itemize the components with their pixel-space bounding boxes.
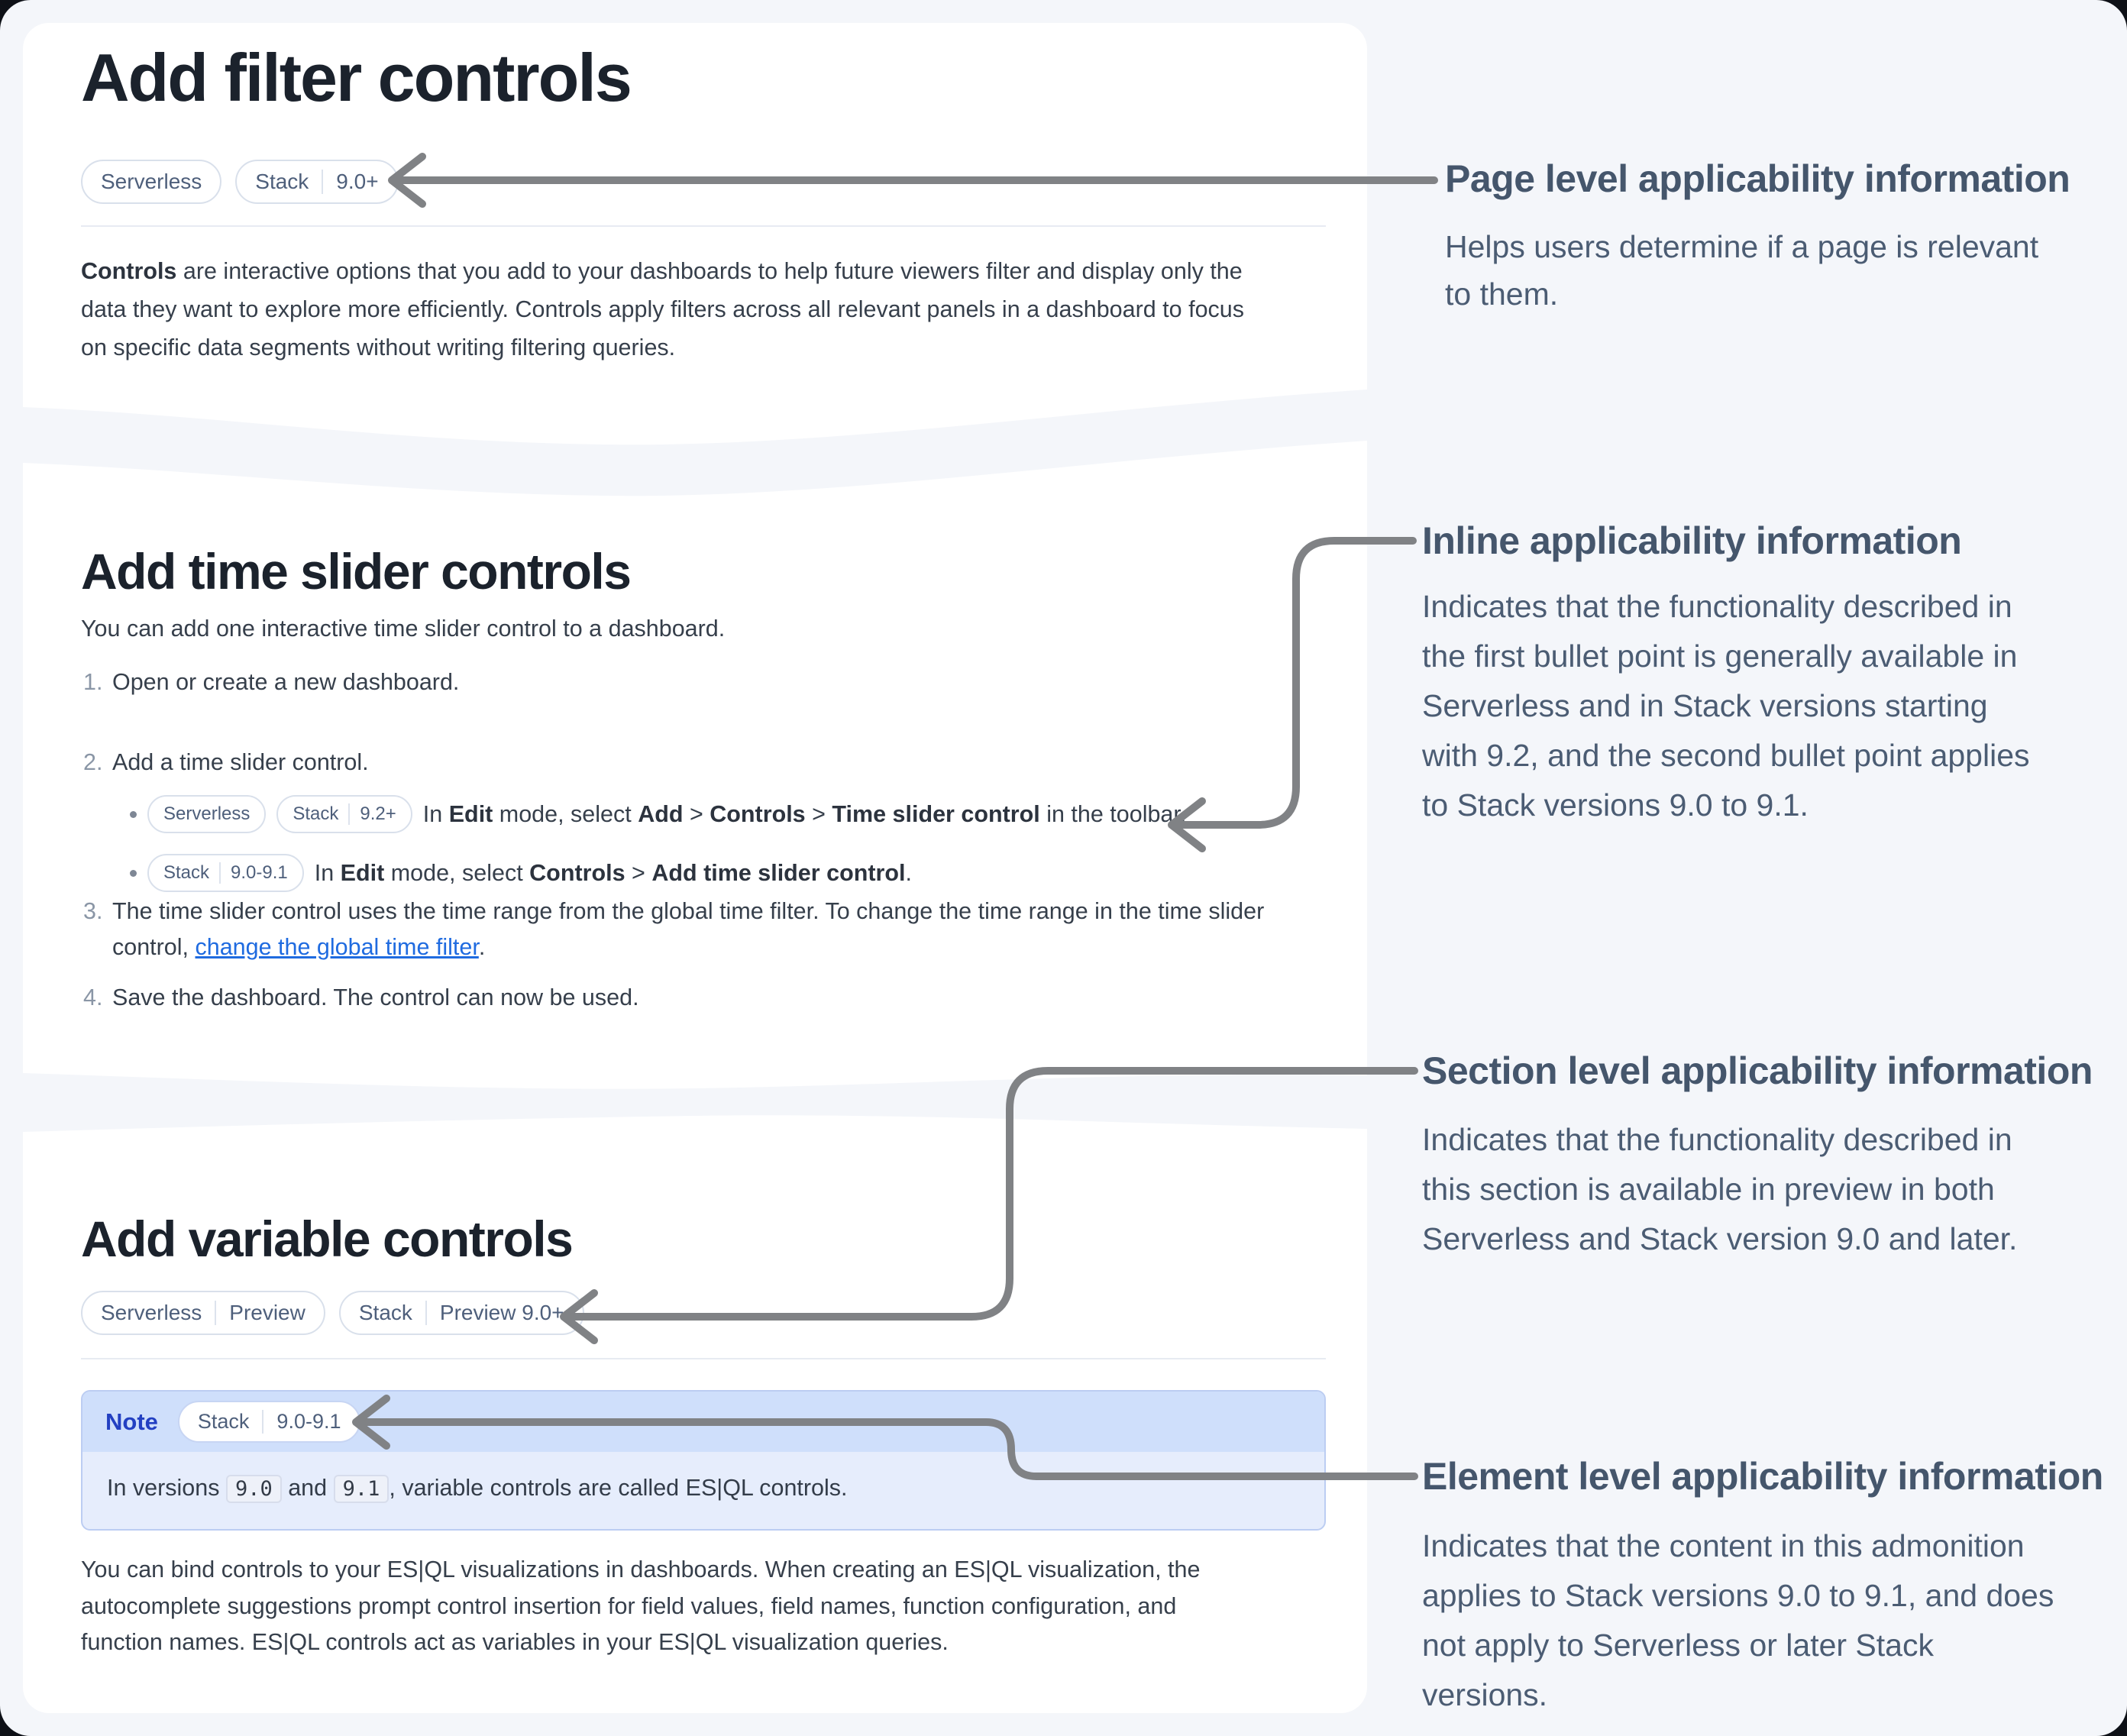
esql-paragraph: You can bind controls to your ES|QL visu…	[81, 1557, 1201, 1655]
ordered-step-3: 3. The time slider control uses the time…	[83, 894, 1264, 965]
section-title-variable-controls: Add variable controls	[81, 1211, 574, 1267]
step-number: 3.	[83, 898, 103, 924]
applies-badge-stack[interactable]: Stack 9.0+	[235, 160, 399, 204]
step-number: 1.	[83, 669, 103, 695]
wave-separator-2	[23, 1073, 1367, 1132]
applies-badge-serverless[interactable]: Serverless	[81, 160, 222, 204]
badge-version: 9.0-9.1	[262, 1410, 341, 1434]
annotation-heading-inline: Inline applicability information	[1422, 519, 1962, 562]
bullet-text: In Edit mode, select Add > Controls > Ti…	[422, 800, 1187, 827]
annotation-heading-page-level: Page level applicability information	[1445, 157, 2070, 200]
bullet-text: In Edit mode, select Controls > Add time…	[314, 859, 912, 886]
note-applies-badge-stack[interactable]: Stack 9.0-9.1	[177, 1401, 361, 1443]
badge-label: Serverless	[101, 1301, 202, 1324]
annotation-body-element-level: Indicates that the content in this admon…	[1422, 1528, 2054, 1712]
annotation-heading-section-level: Section level applicability information	[1422, 1049, 2093, 1092]
page-title: Add filter controls	[81, 40, 632, 115]
bold-text: Controls	[81, 258, 177, 284]
bullet-dot-icon	[130, 810, 137, 818]
ordered-step-1: 1. Open or create a new dashboard.	[83, 664, 459, 700]
badge-label: Stack	[358, 1301, 412, 1324]
bullet-dot-icon	[130, 869, 137, 877]
inline-code: 9.0	[225, 1475, 282, 1503]
applies-badge-stack[interactable]: Stack 9.2+	[276, 795, 412, 833]
step-text: Open or create a new dashboard.	[112, 669, 460, 695]
badge-version: 9.0+	[322, 170, 379, 194]
badge-label: Stack	[197, 1410, 250, 1433]
step-text: The time slider control uses the time ra…	[112, 898, 1265, 960]
ordered-step-4: 4. Save the dashboard. The control can n…	[83, 980, 639, 1016]
step-text: Add a time slider control.	[112, 749, 369, 775]
ordered-step-2: 2. Add a time slider control.	[83, 745, 369, 781]
badge-label: Stack	[255, 170, 309, 193]
badge-label: Stack	[293, 803, 339, 824]
intro-paragraph: Controls are interactive options that yo…	[81, 252, 1326, 367]
applies-badge-stack[interactable]: Stack 9.0-9.1	[147, 854, 304, 892]
badge-label: Serverless	[101, 170, 202, 193]
bullet-item-1: Serverless Stack 9.2+ In Edit mode, sele…	[130, 794, 1186, 834]
global-time-filter-link[interactable]: change the global time filter	[195, 934, 479, 960]
badge-version: 9.0-9.1	[219, 862, 288, 884]
bullet-item-2: Stack 9.0-9.1 In Edit mode, select Contr…	[130, 853, 912, 893]
note-header: Note Stack 9.0-9.1	[82, 1392, 1324, 1452]
page-applies-badges: Serverless Stack 9.0+	[81, 160, 399, 204]
divider	[81, 225, 1326, 227]
section-title-time-slider: Add time slider controls	[81, 543, 632, 600]
badge-lifecycle: Preview	[215, 1301, 305, 1325]
note-label: Note	[105, 1408, 158, 1435]
step-number: 2.	[83, 749, 103, 775]
applies-badge-stack[interactable]: Stack Preview 9.0+	[338, 1291, 584, 1335]
section-applies-badges: Serverless Preview Stack Preview 9.0+	[81, 1291, 584, 1335]
note-admonition: Note Stack 9.0-9.1 In versions 9.0 and 9…	[81, 1390, 1326, 1531]
annotation-body-inline: Indicates that the functionality describ…	[1422, 589, 2030, 823]
section-intro: You can add one interactive time slider …	[81, 616, 726, 642]
badge-version: 9.2+	[348, 803, 396, 825]
inline-code: 9.1	[333, 1475, 390, 1503]
note-body: In versions 9.0 and 9.1, variable contro…	[82, 1452, 1324, 1529]
badge-version: Preview 9.0+	[425, 1301, 564, 1325]
annotation-body-section-level: Indicates that the functionality describ…	[1422, 1122, 2018, 1256]
wave-separator-1	[23, 390, 1367, 496]
applies-badge-serverless[interactable]: Serverless	[147, 795, 267, 833]
applies-badge-serverless[interactable]: Serverless Preview	[81, 1291, 325, 1335]
annotation-body-page-level: Helps users determine if a page is relev…	[1445, 229, 2039, 312]
badge-label: Stack	[163, 862, 210, 883]
step-number: 4.	[83, 984, 103, 1010]
badge-label: Serverless	[163, 803, 251, 824]
step-text: Save the dashboard. The control can now …	[112, 984, 639, 1010]
divider	[81, 1358, 1326, 1359]
paragraph-text: are interactive options that you add to …	[81, 258, 1244, 360]
annotation-heading-element-level: Element level applicability information	[1422, 1455, 2103, 1498]
